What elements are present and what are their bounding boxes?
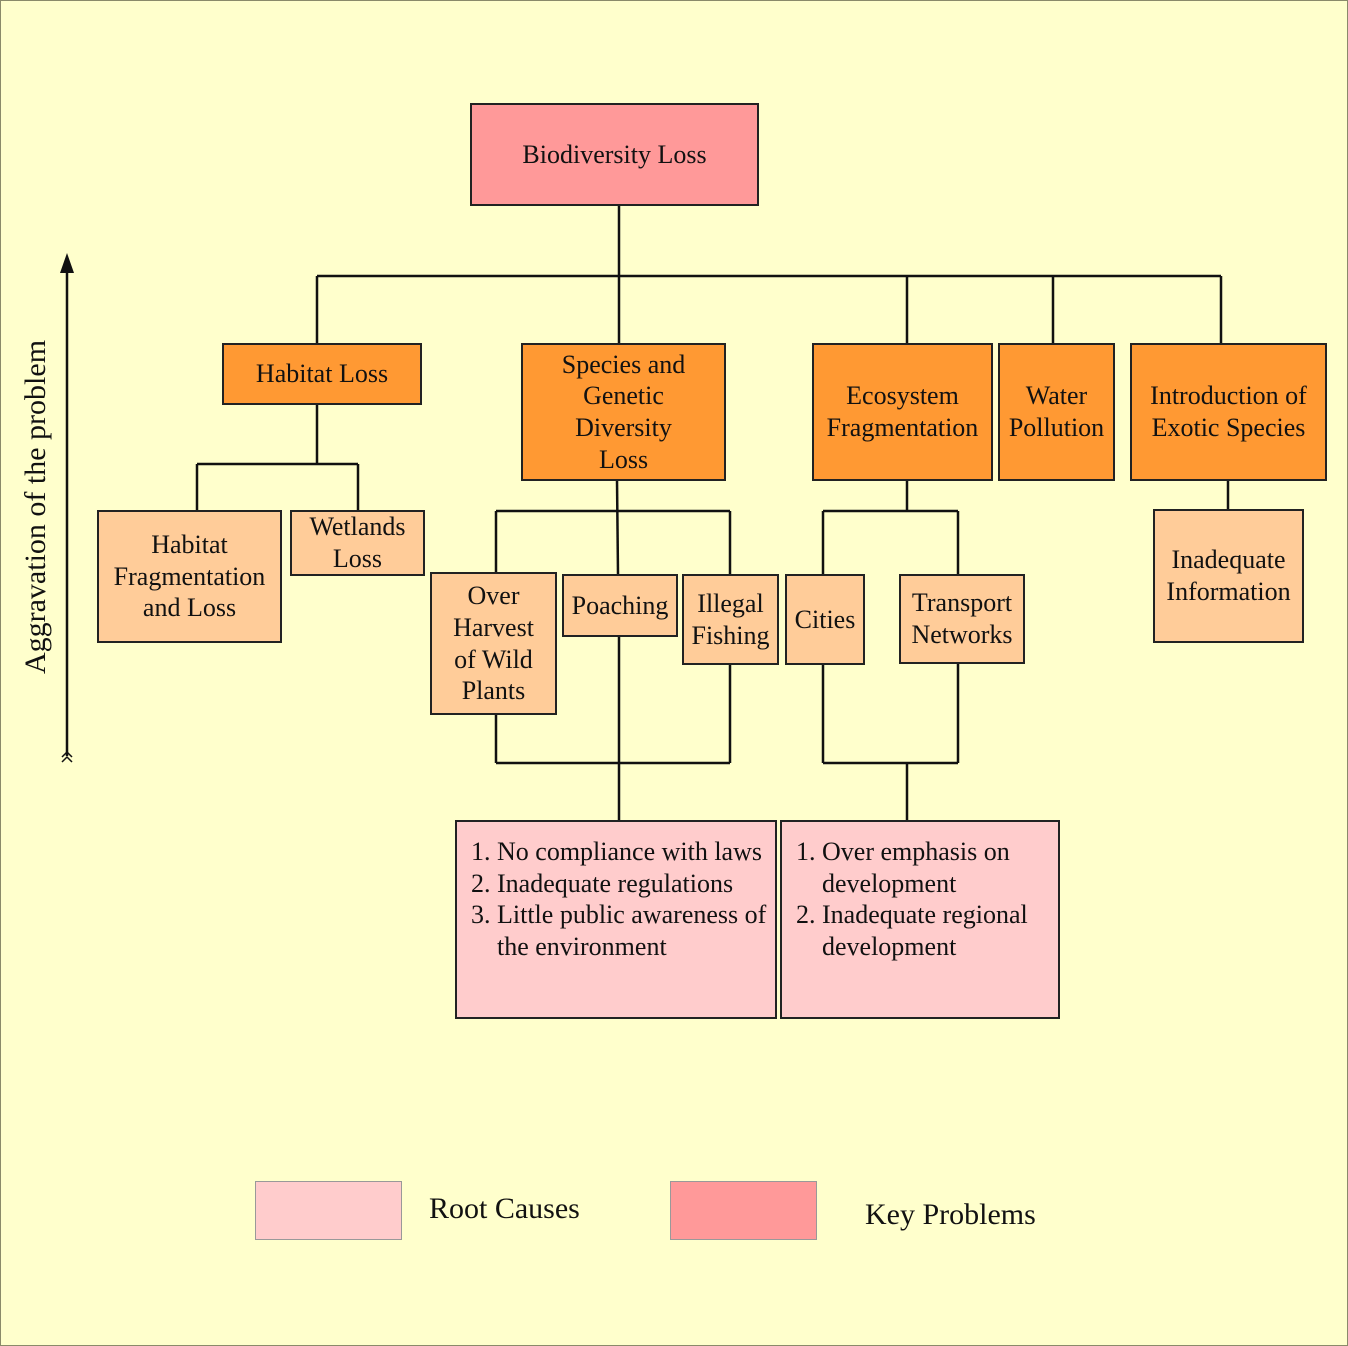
node-over-harvest: Over Harvest of Wild Plants bbox=[430, 572, 557, 715]
node-exotic-species: Introduction of Exotic Species bbox=[1130, 343, 1327, 481]
node-species-genetic-diversity-loss: Species and Genetic Diversity Loss bbox=[521, 343, 726, 481]
node-ecosystem-fragmentation: Ecosystem Fragmentation bbox=[812, 343, 993, 481]
root-causes-box-1: No compliance with laws Inadequate regul… bbox=[455, 820, 777, 1019]
root-causes-list-1: No compliance with laws Inadequate regul… bbox=[467, 836, 767, 963]
legend-swatch-key-problems bbox=[670, 1181, 817, 1240]
list-item: Inadequate regional development bbox=[822, 899, 1050, 962]
axis-label: Aggravation of the problem bbox=[19, 339, 52, 675]
axis-arrow bbox=[60, 253, 74, 763]
node-inadequate-information: Inadequate Information bbox=[1153, 509, 1304, 643]
node-wetlands-loss: Wetlands Loss bbox=[290, 510, 425, 576]
list-item: No compliance with laws bbox=[497, 836, 767, 868]
node-water-pollution: Water Pollution bbox=[998, 343, 1115, 481]
root-causes-box-2: Over emphasis on development Inadequate … bbox=[780, 820, 1060, 1019]
node-biodiversity-loss: Biodiversity Loss bbox=[470, 103, 759, 206]
list-item: Inadequate regulations bbox=[497, 868, 767, 900]
legend-swatch-root-causes bbox=[255, 1181, 402, 1240]
list-item: Little public awareness of the environme… bbox=[497, 899, 767, 962]
legend-label-key-problems: Key Problems bbox=[865, 1198, 1036, 1231]
node-habitat-fragmentation-loss: Habitat Fragmentation and Loss bbox=[97, 510, 282, 643]
node-poaching: Poaching bbox=[562, 574, 678, 637]
node-transport-networks: Transport Networks bbox=[899, 574, 1025, 664]
node-habitat-loss: Habitat Loss bbox=[222, 343, 422, 405]
root-causes-list-2: Over emphasis on development Inadequate … bbox=[792, 836, 1050, 963]
connector bbox=[615, 479, 620, 575]
legend-label-root-causes: Root Causes bbox=[429, 1192, 580, 1225]
list-item: Over emphasis on development bbox=[822, 836, 1050, 899]
node-illegal-fishing: Illegal Fishing bbox=[682, 574, 779, 665]
node-cities: Cities bbox=[785, 574, 865, 665]
